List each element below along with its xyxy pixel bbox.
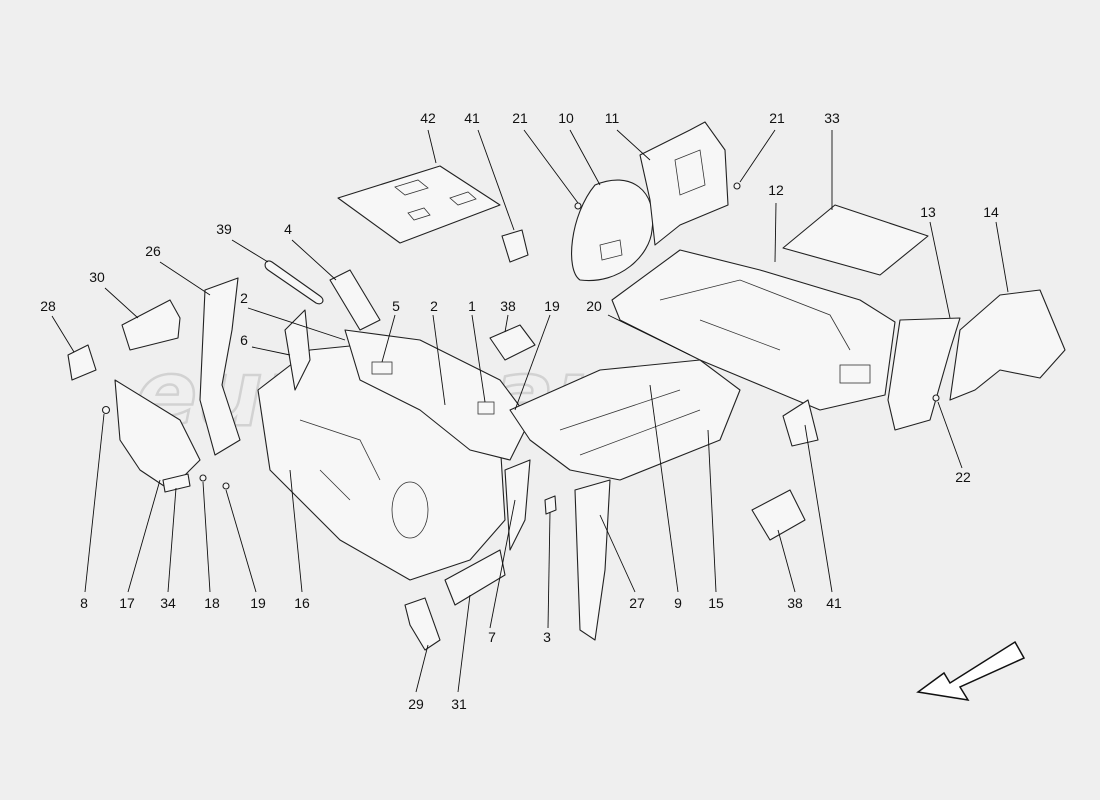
part-31-pad bbox=[444, 549, 506, 606]
part-8-clip bbox=[101, 405, 111, 415]
callout-4: 4 bbox=[284, 221, 292, 237]
callout-19: 19 bbox=[250, 595, 266, 611]
callout-12: 12 bbox=[768, 182, 784, 198]
callout-27: 27 bbox=[629, 595, 645, 611]
part-21-clip-a bbox=[574, 202, 582, 210]
part-38-block-lower bbox=[751, 489, 806, 541]
part-7-bracket bbox=[504, 459, 531, 551]
callout-labels: 42 41 21 10 11 21 33 12 13 14 39 4 26 30… bbox=[40, 110, 999, 712]
part-38-block-upper bbox=[489, 324, 536, 361]
callout-29: 29 bbox=[408, 696, 424, 712]
callout-19: 19 bbox=[544, 298, 560, 314]
callout-33: 33 bbox=[824, 110, 840, 126]
callout-20: 20 bbox=[586, 298, 602, 314]
part-41-block-lower bbox=[782, 399, 819, 447]
part-42-insulation-mat bbox=[337, 165, 501, 244]
callout-2: 2 bbox=[430, 298, 438, 314]
part-4-strip bbox=[329, 269, 381, 331]
callout-14: 14 bbox=[983, 204, 999, 220]
callout-17: 17 bbox=[119, 595, 135, 611]
part-19-clip bbox=[222, 482, 230, 490]
callout-39: 39 bbox=[216, 221, 232, 237]
callout-21: 21 bbox=[512, 110, 528, 126]
part-11-panel-insulation bbox=[639, 121, 729, 246]
callout-1: 1 bbox=[468, 298, 476, 314]
callout-41: 41 bbox=[826, 595, 842, 611]
part-22-clip bbox=[932, 394, 940, 402]
callout-31: 31 bbox=[451, 696, 467, 712]
callout-16: 16 bbox=[294, 595, 310, 611]
callout-2: 2 bbox=[240, 290, 248, 306]
part-10-wheelhouse-insulation bbox=[571, 179, 654, 282]
part-6-bracket bbox=[284, 309, 311, 391]
part-21-clip-b bbox=[733, 182, 741, 190]
arrow-down-left-icon bbox=[916, 640, 1026, 701]
callout-6: 6 bbox=[240, 332, 248, 348]
callout-21: 21 bbox=[769, 110, 785, 126]
callout-15: 15 bbox=[708, 595, 724, 611]
part-18-clip bbox=[199, 474, 207, 482]
callout-41: 41 bbox=[464, 110, 480, 126]
part-12-floor-insulation bbox=[611, 249, 896, 411]
part-9-15-tunnel-insulation bbox=[509, 359, 741, 481]
part-30-pad bbox=[121, 299, 181, 351]
callout-18: 18 bbox=[204, 595, 220, 611]
callout-11: 11 bbox=[605, 110, 620, 126]
callout-38: 38 bbox=[500, 298, 516, 314]
callout-9: 9 bbox=[674, 595, 682, 611]
callout-42: 42 bbox=[420, 110, 436, 126]
part-14-rear-wheelhouse bbox=[949, 289, 1066, 401]
part-3-clip bbox=[544, 495, 557, 515]
callout-8: 8 bbox=[80, 595, 88, 611]
callout-30: 30 bbox=[89, 269, 105, 285]
callout-7: 7 bbox=[488, 629, 496, 645]
callout-28: 28 bbox=[40, 298, 56, 314]
part-29-pad bbox=[404, 597, 441, 651]
part-27-sill-insulation bbox=[574, 479, 611, 641]
callout-10: 10 bbox=[558, 110, 574, 126]
callout-34: 34 bbox=[160, 595, 176, 611]
callout-13: 13 bbox=[920, 204, 936, 220]
callout-22: 22 bbox=[955, 469, 971, 485]
part-26-side-panel bbox=[199, 277, 241, 456]
part-34-clip bbox=[162, 473, 191, 493]
callout-38: 38 bbox=[787, 595, 803, 611]
part-33-floor-mat bbox=[782, 204, 929, 276]
leader-lines bbox=[51, 129, 1009, 693]
part-28-clip bbox=[67, 344, 97, 381]
part-13-pillar-insulation bbox=[887, 317, 961, 431]
part-41-block-upper bbox=[501, 229, 529, 263]
callout-3: 3 bbox=[543, 629, 551, 645]
part-39-tube bbox=[264, 260, 324, 305]
callout-26: 26 bbox=[145, 243, 161, 259]
callout-5: 5 bbox=[392, 298, 400, 314]
